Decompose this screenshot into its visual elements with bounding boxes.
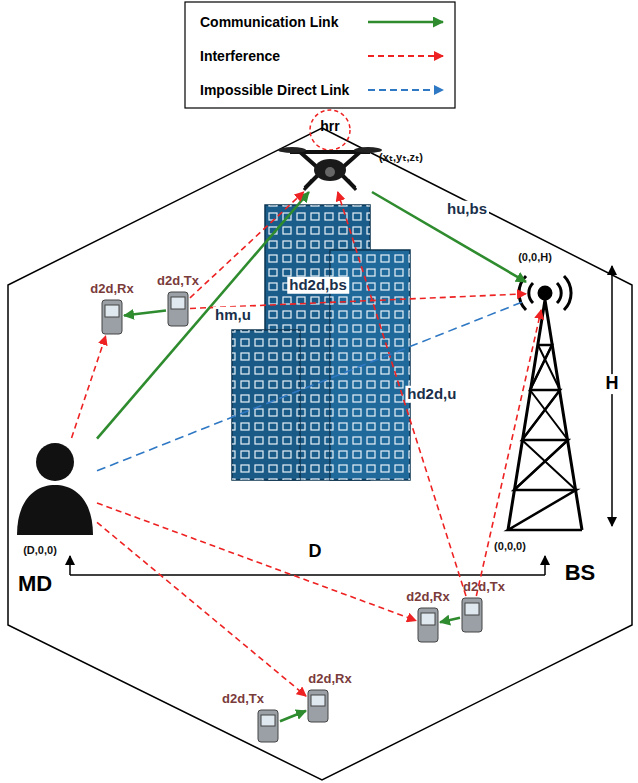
node-label: d2d,Tx	[222, 692, 264, 707]
legend-box	[185, 2, 455, 108]
base-station-node: (0,0,H)(0,0,0)BS	[528, 278, 562, 308]
node-label: d2d,Tx	[157, 274, 199, 289]
channel-label: hm,u	[213, 307, 253, 324]
node-label: MD	[18, 571, 52, 596]
dimension-label: H	[604, 374, 621, 394]
node-label: BS	[565, 560, 596, 585]
base-station-tower	[508, 276, 582, 530]
communication-link	[97, 192, 309, 439]
interference-link	[72, 336, 106, 438]
node-label: d2d,Rx	[308, 672, 351, 687]
communication-link	[124, 310, 166, 315]
d2d-device-node: d2d,Tx	[168, 292, 188, 326]
channel-label: hd2d,bs	[287, 277, 349, 294]
uav-drone	[278, 110, 382, 190]
node-label: d2d,Tx	[463, 580, 505, 595]
mobile-device-user	[17, 443, 93, 535]
d2d-device-node: d2d,Tx	[258, 710, 278, 742]
uav-node: hrr(xₜ,yₜ,zₜ)	[285, 145, 375, 190]
legend-sample	[368, 55, 443, 57]
node-label: (xₜ,yₜ,zₜ)	[379, 151, 423, 164]
node-label: d2d,Rx	[406, 590, 449, 605]
node-label: d2d,Rx	[90, 282, 133, 297]
node-label: (0,0,H)	[518, 251, 552, 264]
communication-link	[280, 711, 306, 721]
d2d-device-node: d2d,Rx	[418, 608, 438, 642]
node-label: (D,0,0)	[23, 544, 57, 557]
interference-link	[97, 522, 306, 696]
d2d-device-node: d2d,Rx	[102, 300, 122, 334]
communication-link	[440, 618, 460, 623]
communication-link	[372, 192, 526, 282]
legend-text: Interference	[200, 48, 280, 64]
node-label: (0,0,0)	[494, 540, 526, 553]
cell-hexagon	[8, 128, 632, 780]
dimension-lines	[70, 266, 612, 575]
dimension-label: D	[307, 542, 324, 562]
user-node: (D,0,0)MD	[15, 440, 95, 535]
impossible-direct-link	[97, 301, 526, 471]
legend-text: Impossible Direct Link	[200, 82, 349, 98]
d2d-phones	[102, 292, 482, 742]
legend-sample	[368, 89, 443, 91]
channel-label: hd2d,u	[405, 386, 458, 403]
building	[232, 205, 410, 480]
legend-text: Communication Link	[200, 14, 338, 30]
d2d-device-node: d2d,Tx	[462, 598, 482, 632]
channel-label: hu,bs	[445, 201, 489, 218]
interference-link	[476, 310, 541, 596]
interference-link	[338, 192, 466, 596]
legend-sample	[368, 21, 443, 24]
d2d-device-node: d2d,Rx	[308, 690, 328, 722]
node-label: hrr	[320, 118, 339, 134]
